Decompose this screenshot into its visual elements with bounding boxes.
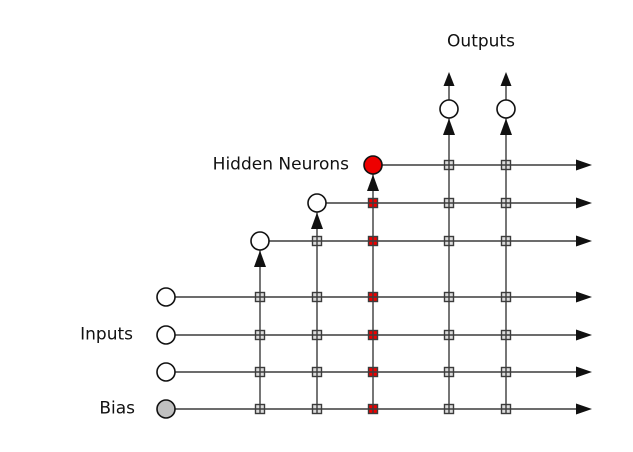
hidden-3-col-node <box>363 155 383 175</box>
bias-label: Bias <box>99 398 135 419</box>
output-1-col-up-arrowhead <box>443 118 455 135</box>
input-3-node <box>156 362 176 382</box>
output-1-col-node <box>439 99 459 119</box>
hidden-3-col-up-arrowhead <box>367 174 379 191</box>
output-2-col-output-arrowhead <box>500 72 512 86</box>
hidden-1-col-up-arrowhead <box>254 250 266 267</box>
hidden-2-col-node <box>307 193 327 213</box>
hidden-3-out-right-arrowhead <box>576 159 592 171</box>
output-2-col-up-arrowhead <box>500 118 512 135</box>
input-3-row-right-arrowhead <box>576 366 592 378</box>
input-1-row-right-arrowhead <box>576 291 592 303</box>
hidden-1-out-right-arrowhead <box>576 235 592 247</box>
inputs-label: Inputs <box>80 324 133 345</box>
bias-row-right-arrowhead <box>576 403 592 415</box>
bias-node <box>156 399 176 419</box>
output-2-col-node <box>496 99 516 119</box>
input-1-node <box>156 287 176 307</box>
output-1-col-output-arrowhead <box>443 72 455 86</box>
hidden-2-out-right-arrowhead <box>576 197 592 209</box>
hidden-neurons-label: Hidden Neurons <box>212 154 349 175</box>
hidden-2-col-up-arrowhead <box>311 212 323 229</box>
outputs-label: Outputs <box>447 31 515 52</box>
input-2-node <box>156 325 176 345</box>
hidden-1-col-node <box>250 231 270 251</box>
input-2-row-right-arrowhead <box>576 329 592 341</box>
